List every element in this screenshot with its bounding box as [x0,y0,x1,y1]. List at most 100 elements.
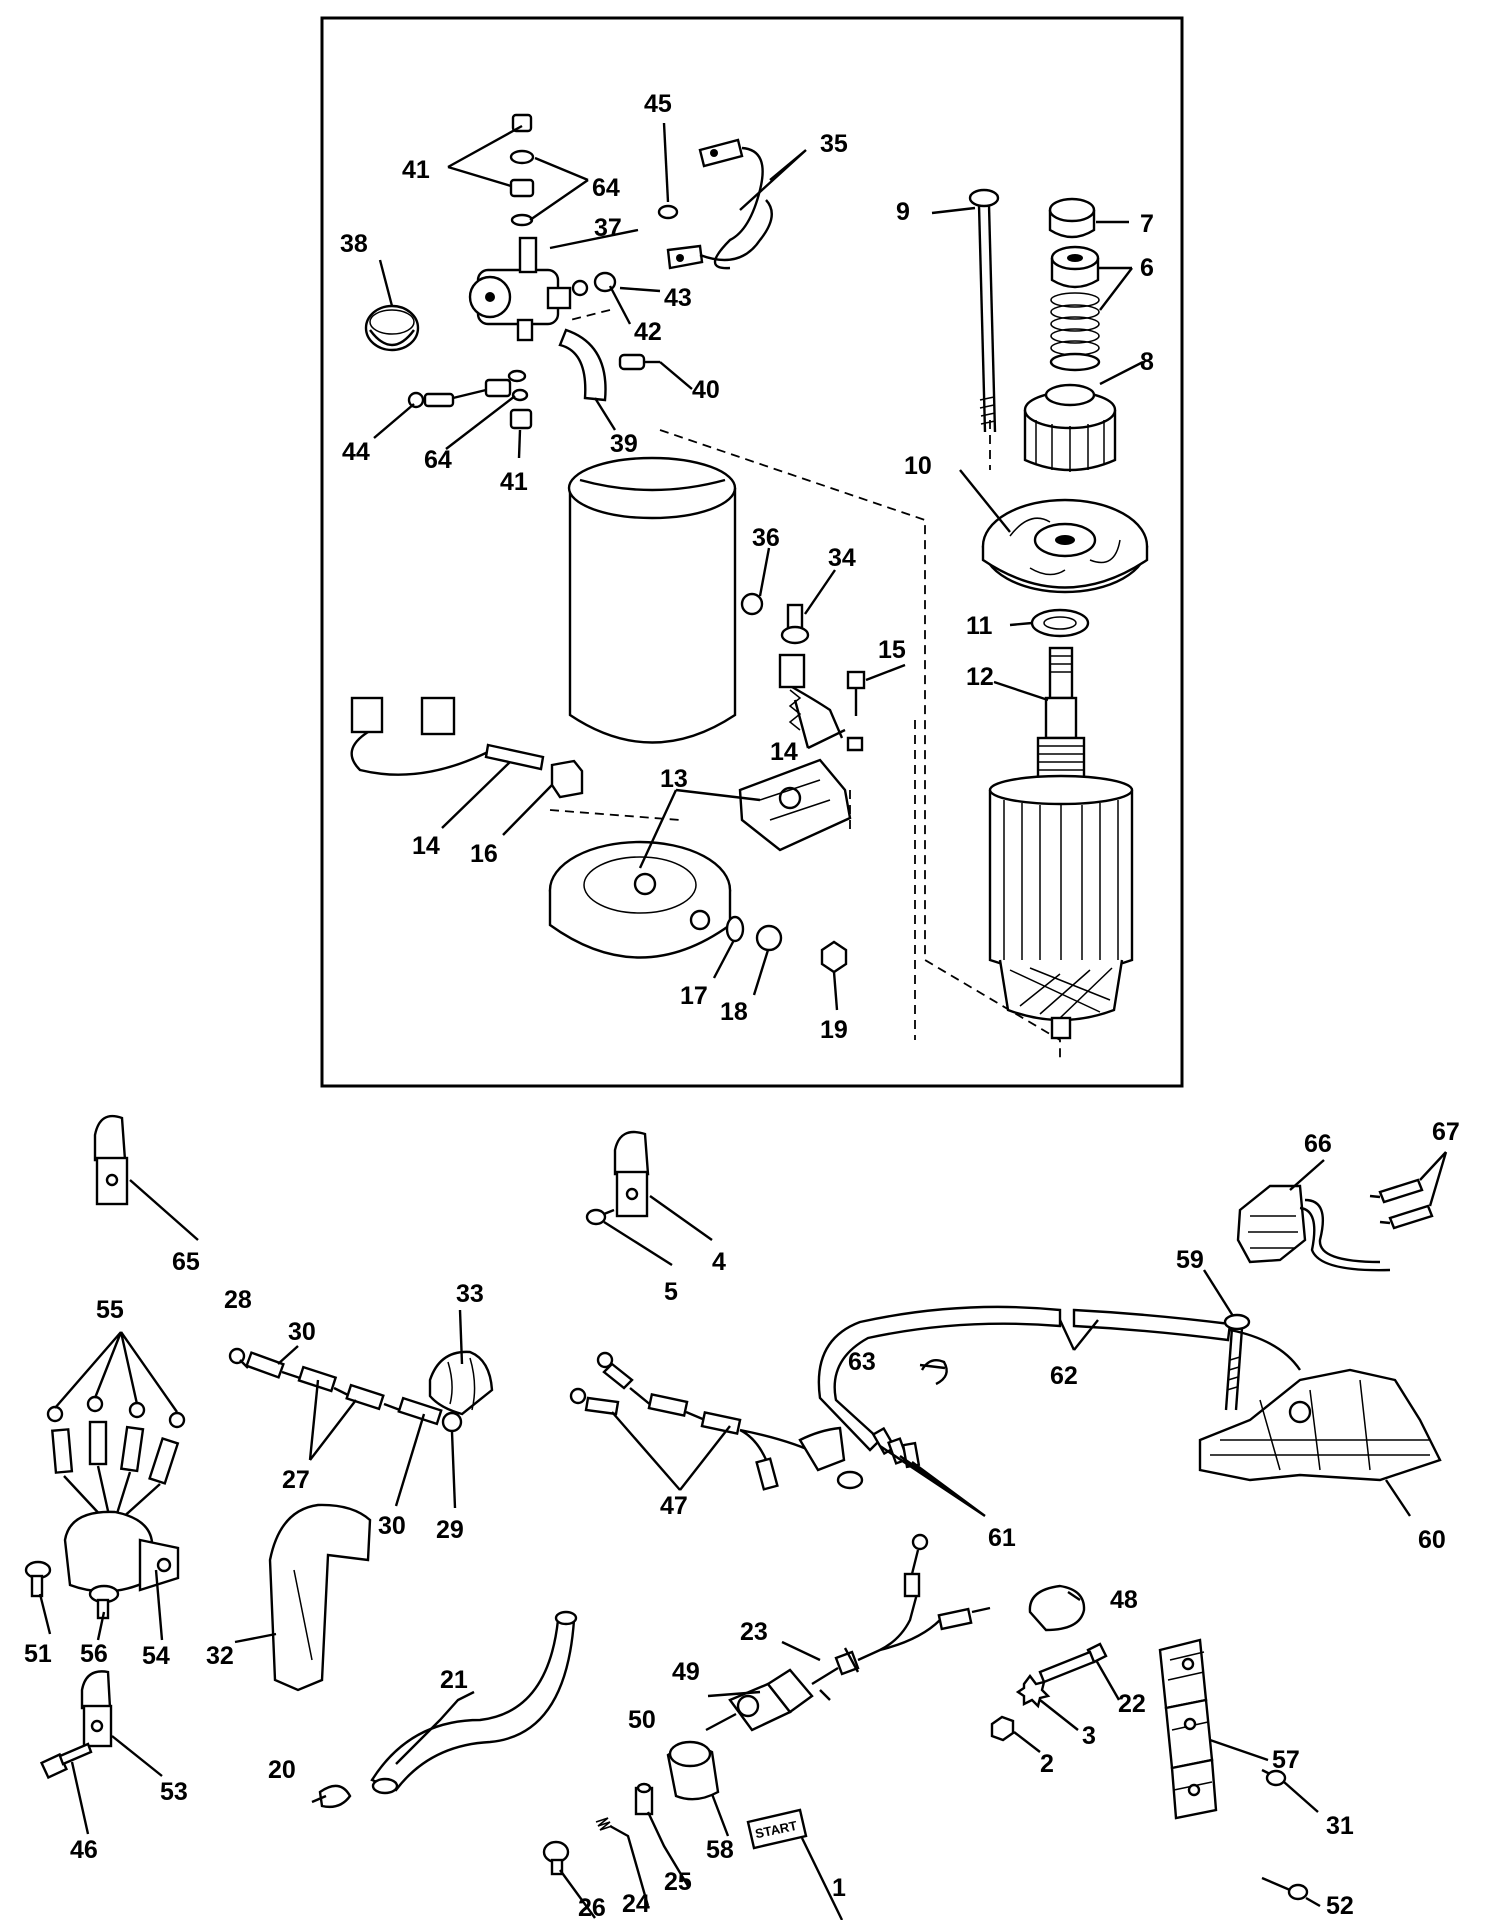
label-16: 16 [470,840,498,868]
leader-lines-lower [38,1151,1448,1920]
label-41-upper: 41 [402,156,430,184]
part-63-tie-strap [920,1359,948,1386]
label-14-left: 14 [412,832,440,860]
label-33: 33 [456,1280,484,1308]
part-67-connectors [1369,1178,1434,1230]
label-34: 34 [828,544,856,572]
label-42: 42 [634,318,662,346]
part-38-band [364,304,420,352]
label-62: 62 [1050,1362,1078,1390]
label-23: 23 [740,1618,768,1646]
label-50: 50 [628,1706,656,1734]
label-37: 37 [594,214,622,242]
part-53-clamp [80,1670,113,1748]
label-58: 58 [706,1836,734,1864]
part-44-lead [407,369,533,430]
part-20-clamp [318,1784,352,1809]
part-1-start-decal: START [746,1808,808,1850]
part-11-thrust-washer [1030,608,1090,638]
label-66: 66 [1304,1130,1332,1158]
part-47-cable [569,1351,864,1491]
label-45: 45 [644,90,672,118]
part-65-clamp [93,1114,129,1206]
label-54: 54 [142,1642,170,1670]
label-11: 11 [966,612,993,640]
part-25-plunger [634,1782,654,1816]
label-61: 61 [988,1524,1016,1552]
label-51: 51 [24,1640,52,1668]
part-41-64-hardware-top [509,113,535,227]
label-6: 6 [1140,254,1154,282]
label-2: 2 [1040,1750,1054,1778]
part-18-washer [755,924,783,952]
label-65: 65 [172,1248,200,1276]
label-49: 49 [672,1658,700,1686]
label-36: 36 [752,524,780,552]
part-24-spring [595,1817,613,1831]
label-26: 26 [578,1894,606,1920]
label-8: 8 [1140,348,1154,376]
label-29: 29 [436,1516,464,1544]
label-53: 53 [160,1778,188,1806]
part-14-brush-pair-left [350,696,545,776]
callout-labels: 7 6 8 9 10 11 12 13 14 14 15 16 17 18 19… [24,90,1460,1920]
label-64-lower: 64 [424,446,452,474]
part-19-nut [820,940,848,974]
part-10-drive-end-frame [981,498,1149,594]
part-26-cap [542,1840,570,1876]
part-62-cable-harness [817,1305,1301,1452]
part-58-knob [666,1740,720,1801]
part-46-bolt [39,1742,93,1780]
label-9: 9 [896,198,910,226]
part-33-boot [428,1350,494,1416]
label-25: 25 [664,1868,692,1896]
label-12: 12 [966,663,994,691]
part-59-screw [1223,1313,1251,1411]
part-7-nut [1048,197,1096,239]
label-28: 28 [224,1286,252,1314]
label-67: 67 [1432,1118,1460,1146]
part-17-washer [725,915,745,943]
part-45-washer [657,204,679,220]
label-40: 40 [692,376,720,404]
part-2-nut [990,1715,1015,1742]
label-31: 31 [1326,1812,1354,1840]
leader-lines [373,122,1144,1011]
label-20: 20 [268,1756,296,1784]
label-5: 5 [664,1278,678,1306]
label-18: 18 [720,998,748,1026]
label-56: 56 [80,1640,108,1668]
part-35-cable-leads [666,138,773,270]
part-8-drive-pinion [1023,383,1117,472]
part-48-tie-strap [1028,1584,1086,1632]
label-59: 59 [1176,1246,1204,1274]
part-16-terminal [550,759,584,799]
part-14-brush-spring-upper [778,653,866,752]
label-14-upper: 14 [770,738,798,766]
part-9-through-bolt [968,188,1000,433]
part-66-charge-coil [1236,1184,1391,1272]
label-44: 44 [342,438,370,466]
part-56-screw [88,1584,120,1620]
starter-frame-housing [567,456,737,744]
part-32-handle [268,1503,372,1692]
label-24: 24 [622,1890,650,1918]
part-4-clamp [613,1130,650,1218]
label-30-lower: 30 [378,1512,406,1540]
part-31-screw [1261,1768,1287,1787]
label-55: 55 [96,1296,124,1324]
label-3: 3 [1082,1722,1096,1750]
label-57: 57 [1272,1746,1300,1774]
label-60: 60 [1418,1526,1446,1554]
label-17: 17 [680,982,708,1010]
part-60-ignition-module [1198,1368,1442,1482]
label-35: 35 [820,130,848,158]
part-27-30-cable [228,1347,463,1433]
part-52-screw [1261,1876,1309,1901]
assembly-dashed-lines [549,309,1061,1060]
part-55-leads [46,1395,186,1521]
part-34-bolt [780,603,810,645]
part-42-43-hardware [571,271,617,297]
label-41-lower: 41 [500,468,528,496]
label-38: 38 [340,230,368,258]
